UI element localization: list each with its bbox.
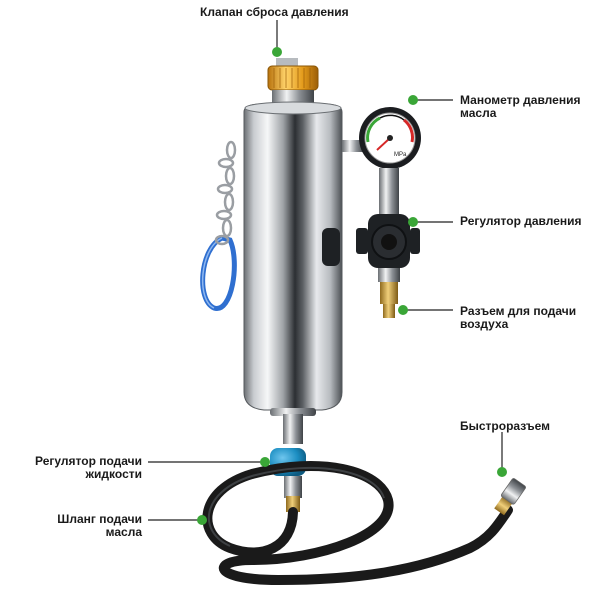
label-pressure-regulator: Регулятор давления <box>460 215 582 228</box>
pressure-regulator <box>356 214 420 268</box>
dot-oil-hose <box>197 515 207 525</box>
label-oil-hose-line1: Шланг подачи <box>57 512 142 526</box>
canister-body <box>243 101 343 416</box>
label-oil-hose-line2: масла <box>105 525 142 539</box>
dot-pressure-relief-valve <box>272 47 282 57</box>
pressure-relief-valve <box>267 58 319 104</box>
callout-dots <box>197 47 507 525</box>
label-oil-pressure-gauge-line1: Манометр давления <box>460 93 581 107</box>
gauge-unit: MPa <box>394 152 407 158</box>
label-pressure-relief-valve: Клапан сброса давления <box>200 6 349 19</box>
carabiner-hook <box>200 235 237 311</box>
dot-quick-connector <box>497 467 507 477</box>
label-fluid-regulator-line2: жидкости <box>85 467 142 481</box>
label-quick-connector-line1: Быстроразъем <box>460 419 551 433</box>
callout-lines <box>148 20 503 521</box>
label-air-inlet-connector-line2: воздуха <box>460 317 509 331</box>
gauge-stem <box>379 168 399 216</box>
dot-pressure-regulator <box>408 217 418 227</box>
dot-fluid-regulator <box>260 457 270 467</box>
chain <box>214 140 237 246</box>
oil-hose <box>202 461 513 586</box>
label-oil-pressure-gauge: Манометр давления масла <box>460 94 580 120</box>
label-pressure-regulator-line1: Регулятор давления <box>460 214 582 228</box>
dot-air-inlet-connector <box>398 305 408 315</box>
label-oil-hose: Шланг подачи масла <box>20 513 142 539</box>
oil-pressure-gauge: MPa <box>342 107 421 169</box>
quick-connector <box>494 478 526 516</box>
label-air-inlet-connector-line1: Разъем для подачи <box>460 304 577 318</box>
hose-highlight <box>207 466 385 547</box>
dot-oil-pressure-gauge <box>408 95 418 105</box>
label-fluid-regulator: Регулятор подачи жидкости <box>20 455 142 481</box>
label-pressure-relief-valve-line1: Клапан сброса давления <box>200 5 349 19</box>
air-inlet-connector <box>378 268 400 318</box>
label-oil-pressure-gauge-line2: масла <box>460 106 497 120</box>
label-quick-connector: Быстроразъем <box>460 420 550 433</box>
label-fluid-regulator-line1: Регулятор подачи <box>35 454 142 468</box>
label-air-inlet-connector: Разъем для подачи воздуха <box>460 305 576 331</box>
